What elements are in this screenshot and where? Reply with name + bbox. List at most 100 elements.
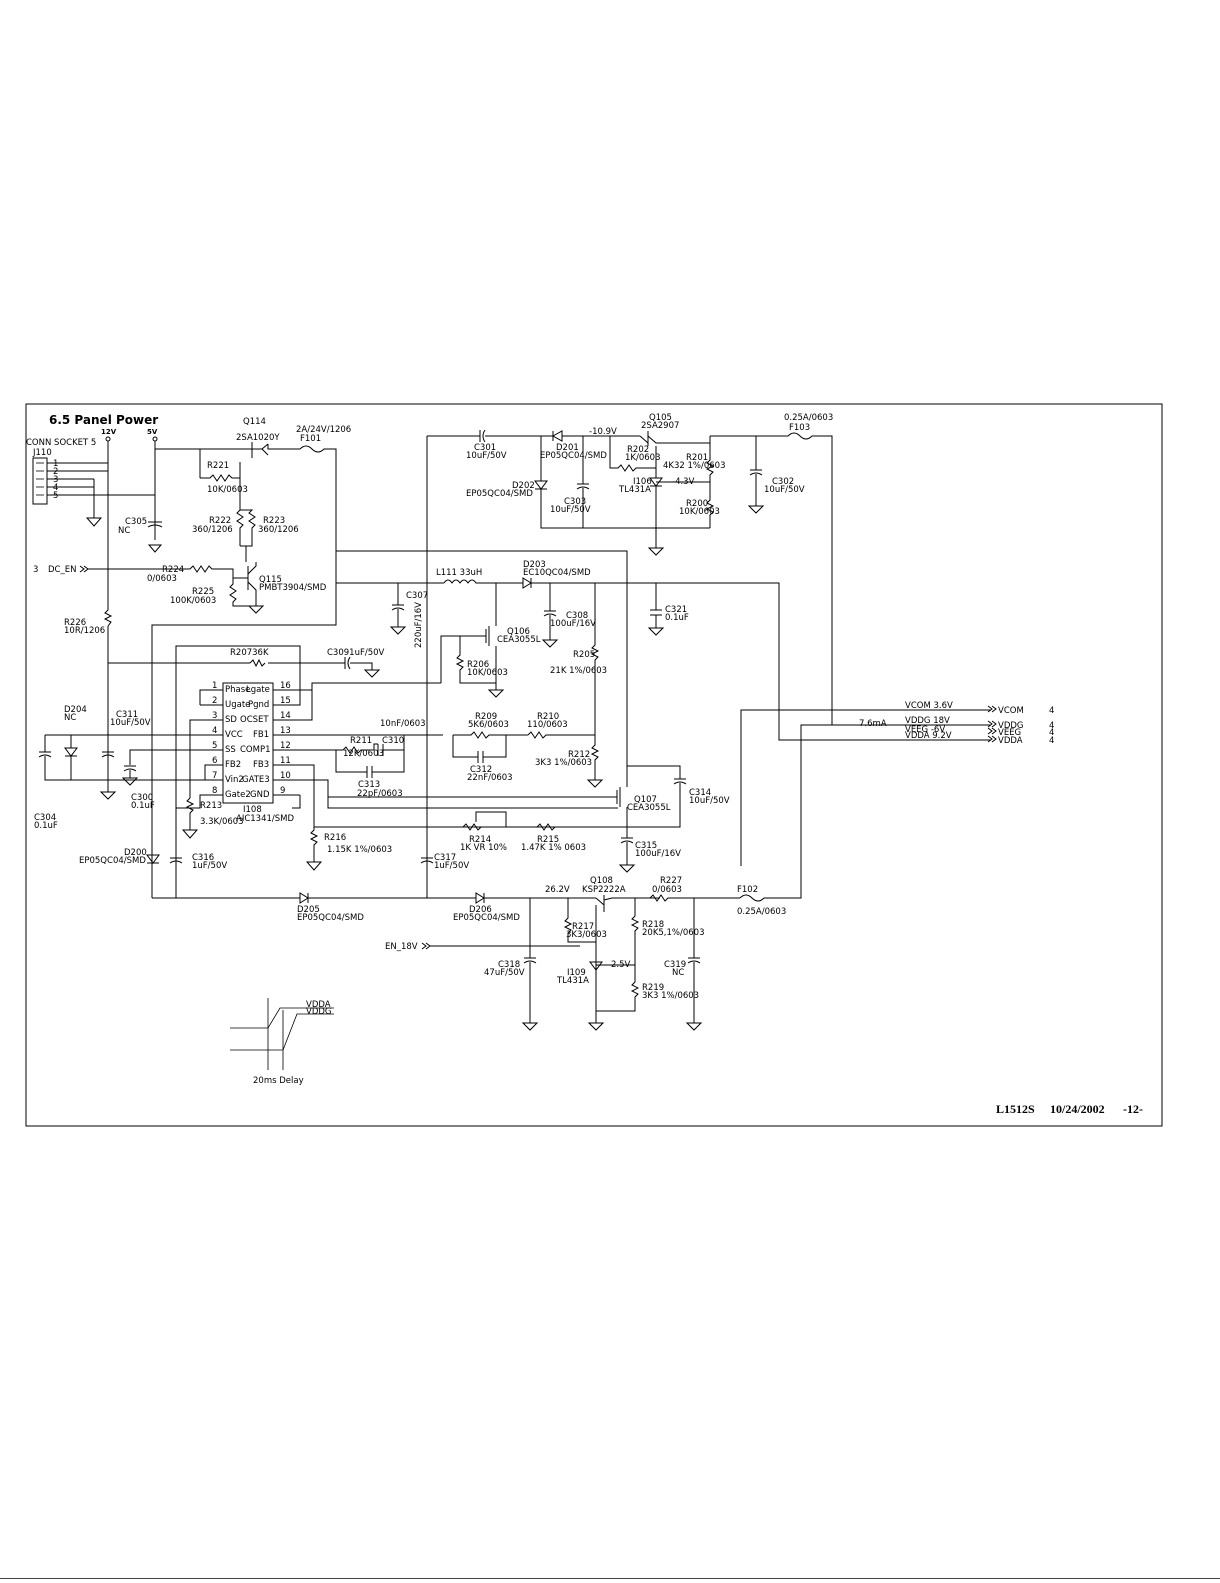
svg-text:F102: F102 xyxy=(737,885,758,895)
svg-text:R209: R209 xyxy=(475,712,497,722)
svg-text:CEA3055L: CEA3055L xyxy=(627,803,671,813)
capacitor-c303: C303 10uF/50V xyxy=(550,436,591,528)
transistor-q115: Q115 PMBT3904/SMD xyxy=(247,562,327,614)
svg-text:3: 3 xyxy=(212,711,217,721)
rail-5v-label: 5V xyxy=(147,428,158,436)
svg-text:21K 1%/0603: 21K 1%/0603 xyxy=(550,666,607,676)
diode-d204: D204 NC xyxy=(64,705,87,780)
capacitor-c302: C302 10uF/50V xyxy=(747,436,805,514)
svg-text:0/0603: 0/0603 xyxy=(652,885,682,895)
svg-text:10K/0603: 10K/0603 xyxy=(207,485,248,495)
ic-i108: Phase Ugate SD VCC SS FB2 Vin2 Gate2 Lga… xyxy=(208,681,295,824)
capacitor-c307: C307 220uF/16V xyxy=(389,583,428,648)
svg-text:13: 13 xyxy=(280,726,291,736)
svg-text:10: 10 xyxy=(280,771,291,781)
resistor-r221: R221 10K/0603 xyxy=(200,461,248,495)
svg-text:VEEG: VEEG xyxy=(998,728,1021,738)
svg-text:10/24/2002: 10/24/2002 xyxy=(1050,1102,1105,1116)
svg-text:10uF/50V: 10uF/50V xyxy=(550,505,591,515)
svg-text:4: 4 xyxy=(1049,721,1054,731)
footer: L1512S 10/24/2002 -12- xyxy=(996,1102,1143,1116)
svg-text:I109: I109 xyxy=(567,968,586,978)
mosfet-q106: Q106 CEA3055L xyxy=(460,583,541,690)
capacitor-c321: C321 0.1uF xyxy=(647,583,689,636)
svg-text:11: 11 xyxy=(280,756,291,766)
svg-text:C311: C311 xyxy=(116,710,138,720)
capacitor-c300: C300 0.1uF xyxy=(121,765,155,811)
svg-text:FB3: FB3 xyxy=(253,760,269,770)
svg-text:D203: D203 xyxy=(523,560,546,570)
svg-text:R201: R201 xyxy=(686,453,708,463)
svg-text:KSP2222A: KSP2222A xyxy=(582,885,626,895)
svg-text:1: 1 xyxy=(53,459,58,469)
svg-text:D201: D201 xyxy=(556,443,579,453)
resistor-r206: R206 10K/0603 xyxy=(455,636,508,698)
svg-text:0.1uF: 0.1uF xyxy=(131,801,155,811)
regulator-i106: I106 TL431A -4.3V xyxy=(618,468,710,556)
svg-text:Q106: Q106 xyxy=(507,627,530,637)
svg-text:C321: C321 xyxy=(665,605,687,615)
resistor-r215: R215 1.47K 1% 0603 xyxy=(521,823,586,853)
diode-d200: D200 EP05QC04/SMD xyxy=(79,848,160,866)
current-label: 7.6mA xyxy=(859,719,887,729)
svg-text:R215: R215 xyxy=(537,835,559,845)
svg-text:3: 3 xyxy=(53,475,58,485)
capacitor-c301: C301 10uF/50V xyxy=(466,429,553,461)
svg-text:R206: R206 xyxy=(467,660,489,670)
diode-d203: D203 EC10QC04/SMD xyxy=(522,560,990,741)
svg-text:360/1206: 360/1206 xyxy=(192,525,233,535)
resistor-r200: R200 10K/0603 xyxy=(679,482,720,528)
capacitor-c309: C3091uF/50V xyxy=(327,648,385,678)
svg-text:F101: F101 xyxy=(300,434,321,444)
diode-d202: D202 EP05QC04/SMD xyxy=(466,436,710,529)
resistor-r213: R213 3.3K/0603 xyxy=(181,797,244,839)
svg-text:Q107: Q107 xyxy=(634,795,657,805)
svg-text:C316: C316 xyxy=(192,853,214,863)
svg-text:1: 1 xyxy=(212,681,217,691)
svg-text:2SA1020Y: 2SA1020Y xyxy=(236,433,280,443)
diode-d201: D201 EP05QC04/SMD -10.9V xyxy=(540,427,640,461)
svg-text:VEEG -6V: VEEG -6V xyxy=(905,725,945,735)
svg-text:VDDA 9.2V: VDDA 9.2V xyxy=(905,731,952,741)
capacitor-c315: C315 100uF/16V xyxy=(618,837,681,873)
svg-text:5: 5 xyxy=(212,741,217,751)
svg-text:FB2: FB2 xyxy=(225,760,241,770)
svg-text:Q108: Q108 xyxy=(590,876,613,886)
svg-text:0/0603: 0/0603 xyxy=(147,574,177,584)
svg-text:12K/0603: 12K/0603 xyxy=(343,749,384,759)
svg-text:4: 4 xyxy=(1049,706,1054,716)
output-veeg: VEEG -6V VEEG 4 xyxy=(905,725,1054,738)
capacitor-c304: C304 0.1uF xyxy=(34,735,108,831)
svg-text:1.15K 1%/0603: 1.15K 1%/0603 xyxy=(327,845,392,855)
svg-text:SS: SS xyxy=(225,745,236,755)
svg-text:VDDG 18V: VDDG 18V xyxy=(905,716,950,726)
resistor-r222: R222 360/1206 xyxy=(192,478,244,546)
capacitor-c313: C313 22pF/0603 xyxy=(335,750,405,799)
svg-text:7: 7 xyxy=(212,771,217,781)
svg-text:10nF/0603: 10nF/0603 xyxy=(380,719,426,729)
svg-text:100uF/16V: 100uF/16V xyxy=(635,849,681,859)
svg-text:CEA3055L: CEA3055L xyxy=(497,635,541,645)
fuse-f103: 0.25A/0603 F103 xyxy=(710,413,990,726)
svg-text:10uF/50V: 10uF/50V xyxy=(689,796,730,806)
svg-text:360/1206: 360/1206 xyxy=(258,525,299,535)
regulator-i109: I109 TL431A 2.5V xyxy=(556,960,635,1031)
svg-text:CONN SOCKET 5: CONN SOCKET 5 xyxy=(26,438,96,448)
svg-text:D202: D202 xyxy=(512,481,535,491)
transistor-q114: Q114 2SA1020Y xyxy=(236,417,300,458)
svg-text:EN_18V: EN_18V xyxy=(385,942,418,952)
schematic-border xyxy=(25,403,1163,1127)
svg-text:GND: GND xyxy=(250,790,270,800)
svg-text:4: 4 xyxy=(1049,736,1054,746)
svg-text:20K5,1%/0603: 20K5,1%/0603 xyxy=(642,928,704,938)
svg-text:110/0603: 110/0603 xyxy=(527,720,568,730)
output-vddg: VDDG 18V VDDG 4 xyxy=(905,716,1054,731)
svg-text:D200: D200 xyxy=(124,848,147,858)
svg-text:4: 4 xyxy=(1049,728,1054,738)
svg-text:-10.9V: -10.9V xyxy=(589,427,617,437)
svg-text:NC: NC xyxy=(672,968,684,978)
svg-text:5: 5 xyxy=(53,491,58,501)
capacitor-c318: C318 47uF/50V xyxy=(484,898,539,1031)
svg-text:VCC: VCC xyxy=(225,730,243,740)
svg-text:Vin2: Vin2 xyxy=(225,775,244,785)
